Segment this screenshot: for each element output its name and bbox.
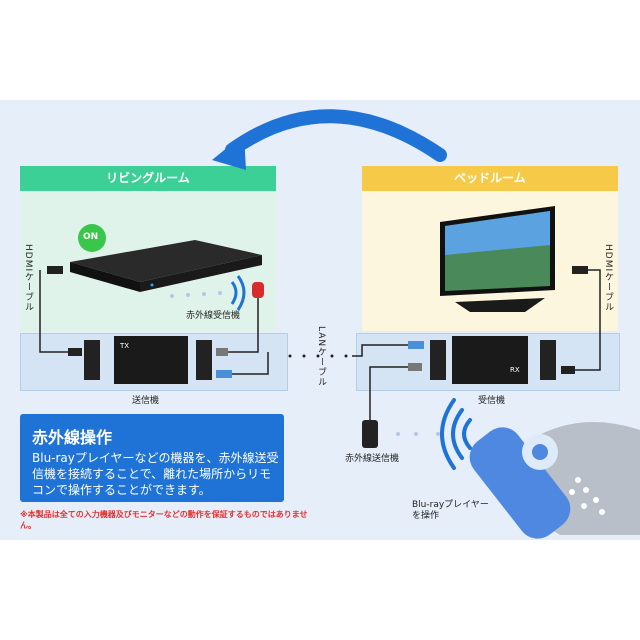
lan-cable-label: LANケーブル bbox=[315, 326, 328, 387]
on-badge-text: ON bbox=[83, 232, 98, 242]
ir-wave-right-icon bbox=[442, 400, 470, 468]
ir-transmitter-label: 赤外線送信機 bbox=[345, 451, 399, 464]
ir-dots-right bbox=[396, 432, 440, 436]
info-body: Blu-rayプレイヤーなどの機器を、赤外線送受信機を接続することで、離れた場所… bbox=[32, 450, 282, 498]
ir-dots-left bbox=[170, 291, 222, 298]
hdmi-cable-left-label: HDMIケーブル bbox=[22, 244, 35, 312]
ir-receiver-icon bbox=[252, 282, 264, 298]
receiver-label: 受信機 bbox=[478, 393, 505, 406]
remote-and-hand-icon bbox=[462, 419, 640, 546]
receiver-unit bbox=[452, 336, 528, 384]
disclaimer-note: ※本製品は全ての入力機器及びモニターなどの動作を保証するものではありません。 bbox=[20, 509, 320, 531]
tv-icon bbox=[440, 206, 555, 312]
hdmi-cable-right-label: HDMIケーブル bbox=[602, 244, 615, 312]
tx-tag: TX bbox=[120, 342, 129, 350]
curved-arrow-icon bbox=[232, 116, 440, 155]
ir-wave-left-icon bbox=[232, 276, 244, 310]
arrow-head-icon bbox=[212, 134, 246, 170]
rx-tag: RX bbox=[510, 366, 520, 374]
info-title: 赤外線操作 bbox=[32, 424, 112, 448]
ir-receiver-label: 赤外線受信機 bbox=[186, 308, 240, 321]
transmitter-label: 送信機 bbox=[132, 393, 159, 406]
info-box: 赤外線操作 Blu-rayプレイヤーなどの機器を、赤外線送受信機を接続することで… bbox=[20, 414, 284, 502]
ir-transmitter-icon bbox=[362, 420, 378, 448]
operate-label-line2: を操作 bbox=[412, 508, 439, 521]
